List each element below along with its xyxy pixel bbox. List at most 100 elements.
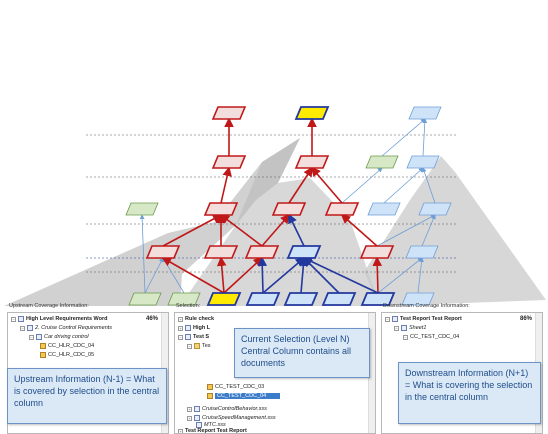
artifact-node [271, 202, 307, 216]
artifact-node [294, 106, 330, 120]
selection-item: High L [193, 325, 211, 331]
list-item[interactable]: CC_HLR_CDC_05 [40, 352, 94, 358]
expand-icon[interactable]: + [178, 316, 183, 322]
expand-icon[interactable]: + [178, 325, 183, 331]
artifact-node [365, 155, 399, 169]
selected-list-item[interactable]: CC_TEST_CDC_04 [207, 393, 281, 399]
collapse-icon[interactable]: − [178, 334, 183, 340]
selection-item: CruiseControlBehavior.sss [202, 406, 267, 412]
downstream-root-label: Test Report Test Report [400, 316, 462, 322]
selection-item: Tes [202, 343, 211, 349]
selection-item: Test Report Test Report [185, 428, 247, 434]
coverage-link [310, 166, 343, 204]
artifact-node [406, 155, 440, 169]
coverage-link [139, 214, 146, 294]
upstream-percent: 46% [146, 316, 159, 322]
list-item[interactable]: + High L [178, 325, 210, 331]
artifact-node [203, 202, 239, 216]
document-icon [18, 316, 24, 322]
requirement-icon [40, 352, 46, 358]
file-icon [194, 406, 200, 412]
upstream-req-label: CC_HLR_CDC_05 [48, 352, 95, 358]
expand-icon[interactable]: + [178, 428, 183, 434]
selection-item: CC_TEST_CDC_03 [215, 384, 265, 390]
section-icon [27, 325, 33, 331]
artifact-node [145, 245, 181, 259]
folder-icon [194, 343, 200, 349]
list-item[interactable]: MTC.sss [196, 422, 226, 428]
coverage-link [161, 257, 225, 294]
coverage-link [302, 257, 379, 294]
expand-icon[interactable]: + [187, 415, 192, 421]
expand-icon[interactable]: + [187, 406, 192, 412]
file-icon [196, 422, 202, 428]
collapse-icon[interactable]: − [187, 343, 192, 349]
downstream-projection-fan [364, 156, 546, 306]
collapse-icon[interactable]: − [20, 325, 25, 331]
downstream-panel-title: Downstream Coverage Information: [383, 303, 470, 309]
list-item[interactable]: − Test S [178, 334, 209, 340]
list-item[interactable]: + CruiseControlBehavior.sss [187, 406, 267, 412]
list-item[interactable]: CC_HLR_CDC_04 [40, 343, 94, 349]
upstream-section-label: 2. Cruise Control Requirements [35, 325, 113, 331]
coverage-link [288, 213, 305, 247]
file-icon [194, 415, 200, 421]
selection-item: MTC.sss [204, 422, 226, 428]
document-icon [185, 325, 191, 331]
collapse-icon[interactable]: − [403, 334, 408, 340]
coverage-link [223, 256, 264, 294]
artifact-node [244, 245, 280, 259]
artifact-node [360, 292, 396, 306]
artifact-node [211, 106, 247, 120]
artifact-node [367, 202, 401, 216]
downstream-test-label: CC_TEST_CDC_04 [410, 334, 460, 340]
selection-item: CruiseSpeedManagement.sss [202, 415, 276, 421]
list-item[interactable]: − Sheet1 [394, 325, 426, 331]
list-item[interactable]: − High Level Requirements Word [11, 316, 108, 322]
selection-panel-title: Selection: [176, 303, 201, 309]
collapse-icon[interactable]: − [385, 316, 390, 322]
section-icon [36, 334, 42, 340]
downstream-sheet-label: Sheet1 [409, 325, 427, 331]
list-item[interactable]: − Car driving control [29, 334, 89, 340]
selection-item-selected: CC_TEST_CDC_04 [215, 393, 281, 399]
list-item[interactable]: − Tes [187, 343, 211, 349]
list-item[interactable]: − 2. Cruise Control Requirements [20, 325, 112, 331]
coverage-link [261, 213, 291, 247]
list-item[interactable]: + CruiseSpeedManagement.sss [187, 415, 276, 421]
collapse-icon[interactable]: − [11, 316, 16, 322]
artifact-node [283, 292, 319, 306]
coverage-link [219, 214, 263, 247]
artifact-node [294, 155, 330, 169]
coverage-link [262, 256, 306, 294]
upstream-subsection-label: Car driving control [44, 334, 89, 340]
coverage-link [162, 214, 223, 247]
coverage-link [383, 167, 424, 204]
list-item[interactable]: + Test Report Test Report [178, 428, 247, 434]
collapse-icon[interactable]: − [394, 325, 399, 331]
list-item[interactable]: − Test Report Test Report [385, 316, 462, 322]
coverage-link [372, 256, 383, 294]
list-item[interactable]: − CC_TEST_CDC_04 [403, 334, 459, 340]
artifact-node [206, 292, 242, 306]
upstream-root-label: High Level Requirements Word [26, 316, 108, 322]
coverage-link [381, 118, 426, 157]
artifact-node [286, 245, 322, 259]
artifact-node [167, 292, 201, 306]
coverage-link [376, 214, 436, 247]
coverage-link [421, 214, 436, 247]
document-icon [185, 334, 191, 340]
coverage-link [257, 256, 268, 294]
artifact-node [125, 202, 159, 216]
upstream-panel-title: Upstream Coverage Information: [9, 303, 89, 309]
upstream-projection-fan [4, 138, 300, 306]
collapse-icon[interactable]: − [29, 334, 34, 340]
list-item[interactable]: + Rule check [178, 316, 214, 322]
coverage-link [144, 257, 164, 294]
test-icon [207, 393, 213, 399]
list-item[interactable]: CC_TEST_CDC_03 [207, 384, 264, 390]
upstream-callout: Upstream Information (N-1) = What is cov… [7, 368, 167, 424]
test-icon [207, 384, 213, 390]
selection-projection-fan [180, 138, 380, 306]
